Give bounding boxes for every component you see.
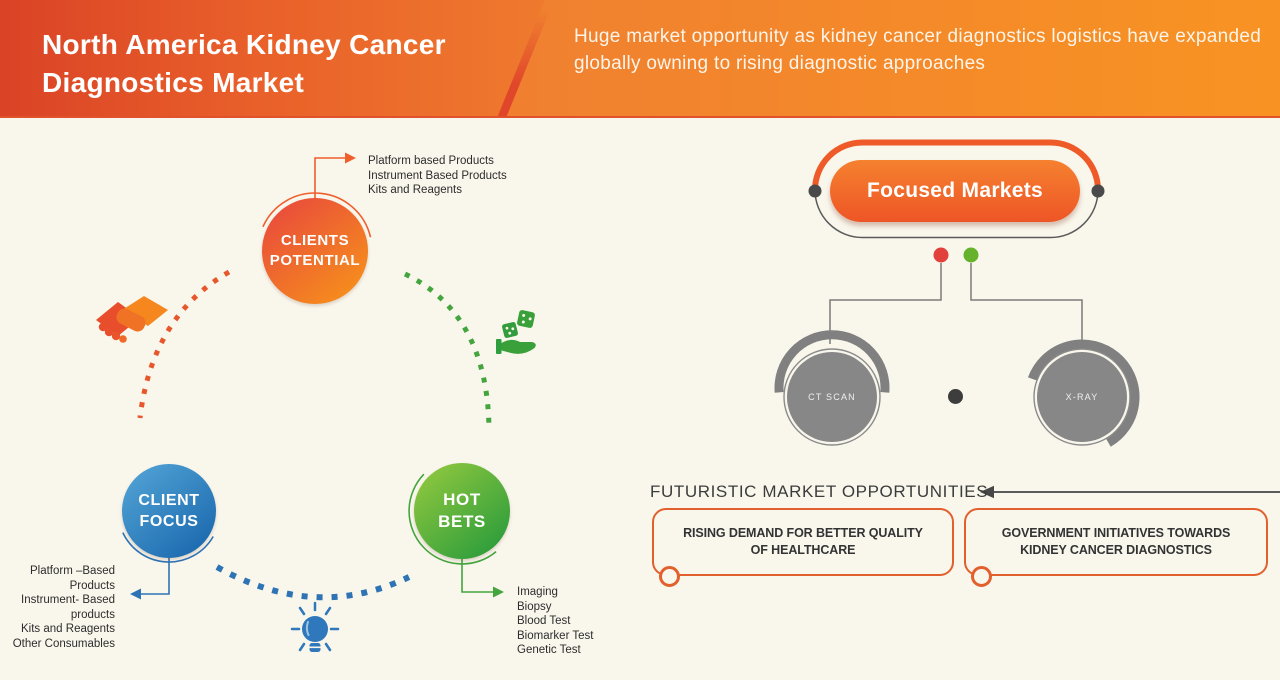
list-item: Imaging	[517, 586, 558, 598]
stadium-right-dot	[1091, 184, 1105, 198]
x-ray-thin-ring	[1033, 348, 1131, 446]
ct-scan-label: CT SCAN	[808, 392, 856, 402]
connector-x-ray	[970, 263, 1083, 344]
ct-scan-node: CT SCAN	[787, 352, 877, 442]
stadium-left-dot	[808, 184, 822, 198]
connector-ct-scan	[829, 263, 942, 344]
arrow-left-icon	[980, 485, 994, 499]
opportunity-box-2-text: GOVERNMENT INITIATIVES TOWARDS KIDNEY CA…	[1001, 526, 1231, 557]
opportunities-arrow	[980, 485, 1280, 499]
clients-potential-ring-arc	[262, 192, 372, 238]
client-focus-callout-arrow	[130, 558, 170, 600]
hot-bets-ring-arc	[408, 473, 497, 565]
list-item: Platform based Products	[368, 155, 494, 167]
list-item: Blood Test	[517, 615, 571, 628]
clients-potential-bubble: CLIENTS POTENTIAL	[262, 198, 368, 304]
red-dot	[933, 247, 949, 263]
client-focus-bubble: CLIENT FOCUS	[122, 464, 216, 558]
green-dot	[963, 247, 979, 263]
x-ray-thick-arc	[1027, 339, 1140, 447]
list-item: Kits and Reagents	[368, 184, 462, 197]
arrow-right-icon	[345, 152, 356, 164]
arrow-right-icon	[493, 586, 504, 598]
list-item: Biopsy	[517, 600, 552, 613]
ct-scan-thick-arc	[774, 330, 890, 393]
dotted-arc-orange	[137, 269, 231, 419]
focused-markets-pill: Focused Markets	[830, 160, 1080, 222]
list-item: Platform –Based Products	[29, 565, 115, 592]
stadium-arc-bottom	[814, 189, 1099, 239]
dotted-arc-green	[403, 271, 492, 431]
list-item: Kits and Reagents	[21, 623, 115, 636]
clients-potential-products-list: Platform based Products Instrument Based…	[368, 154, 507, 198]
arrow-left-icon	[130, 588, 141, 600]
dice-hand-icon	[496, 310, 536, 354]
header-banner: North America Kidney Cancer Diagnostics …	[0, 0, 1280, 118]
list-item: Other Consumables	[12, 637, 115, 650]
opportunity-box-1-text: RISING DEMAND FOR BETTER QUALITY OF HEAL…	[683, 526, 923, 557]
page-title: North America Kidney Cancer Diagnostics …	[42, 29, 446, 98]
opportunity-box-2: GOVERNMENT INITIATIVES TOWARDS KIDNEY CA…	[964, 508, 1268, 576]
x-ray-node: X-RAY	[1037, 352, 1127, 442]
ct-scan-thin-ring	[783, 348, 881, 446]
dotted-arc-blue	[215, 564, 411, 601]
hot-bets-label: HOT BETS	[438, 490, 486, 531]
hot-bets-bubble: HOT BETS	[414, 463, 510, 559]
opportunity-box-1-ring-icon	[659, 566, 680, 587]
bulb-icon	[290, 601, 340, 652]
client-focus-ring-arc	[122, 532, 214, 563]
opportunity-box-2-ring-icon	[971, 566, 992, 587]
opportunities-heading: FUTURISTIC MARKET OPPORTUNITIES	[650, 482, 989, 501]
clients-potential-label: CLIENTS POTENTIAL	[269, 232, 361, 269]
list-item: Instrument- Based products	[21, 594, 115, 621]
list-item: Instrument Based Products	[368, 169, 507, 182]
client-focus-products-list: Platform –Based Products Instrument- Bas…	[8, 564, 115, 652]
handshake-icon	[96, 296, 168, 343]
list-item: Genetic Test	[517, 644, 581, 657]
list-item: Biomarker Test	[517, 629, 594, 642]
focused-markets-label: Focused Markets	[866, 179, 1044, 202]
x-ray-label: X-RAY	[1065, 392, 1099, 402]
center-dot	[948, 389, 963, 404]
client-focus-label: CLIENT FOCUS	[138, 492, 200, 530]
hot-bets-callout-arrow	[461, 559, 504, 598]
clients-potential-callout-arrow	[314, 152, 356, 199]
stadium-arc-top	[812, 139, 1101, 191]
opportunity-box-1: RISING DEMAND FOR BETTER QUALITY OF HEAL…	[652, 508, 954, 576]
page-subtitle: Huge market opportunity as kidney cancer…	[574, 26, 1262, 74]
header-right-panel	[497, 0, 1280, 116]
hot-bets-tests-list: Imaging Biopsy Blood Test Biomarker Test…	[517, 585, 593, 658]
